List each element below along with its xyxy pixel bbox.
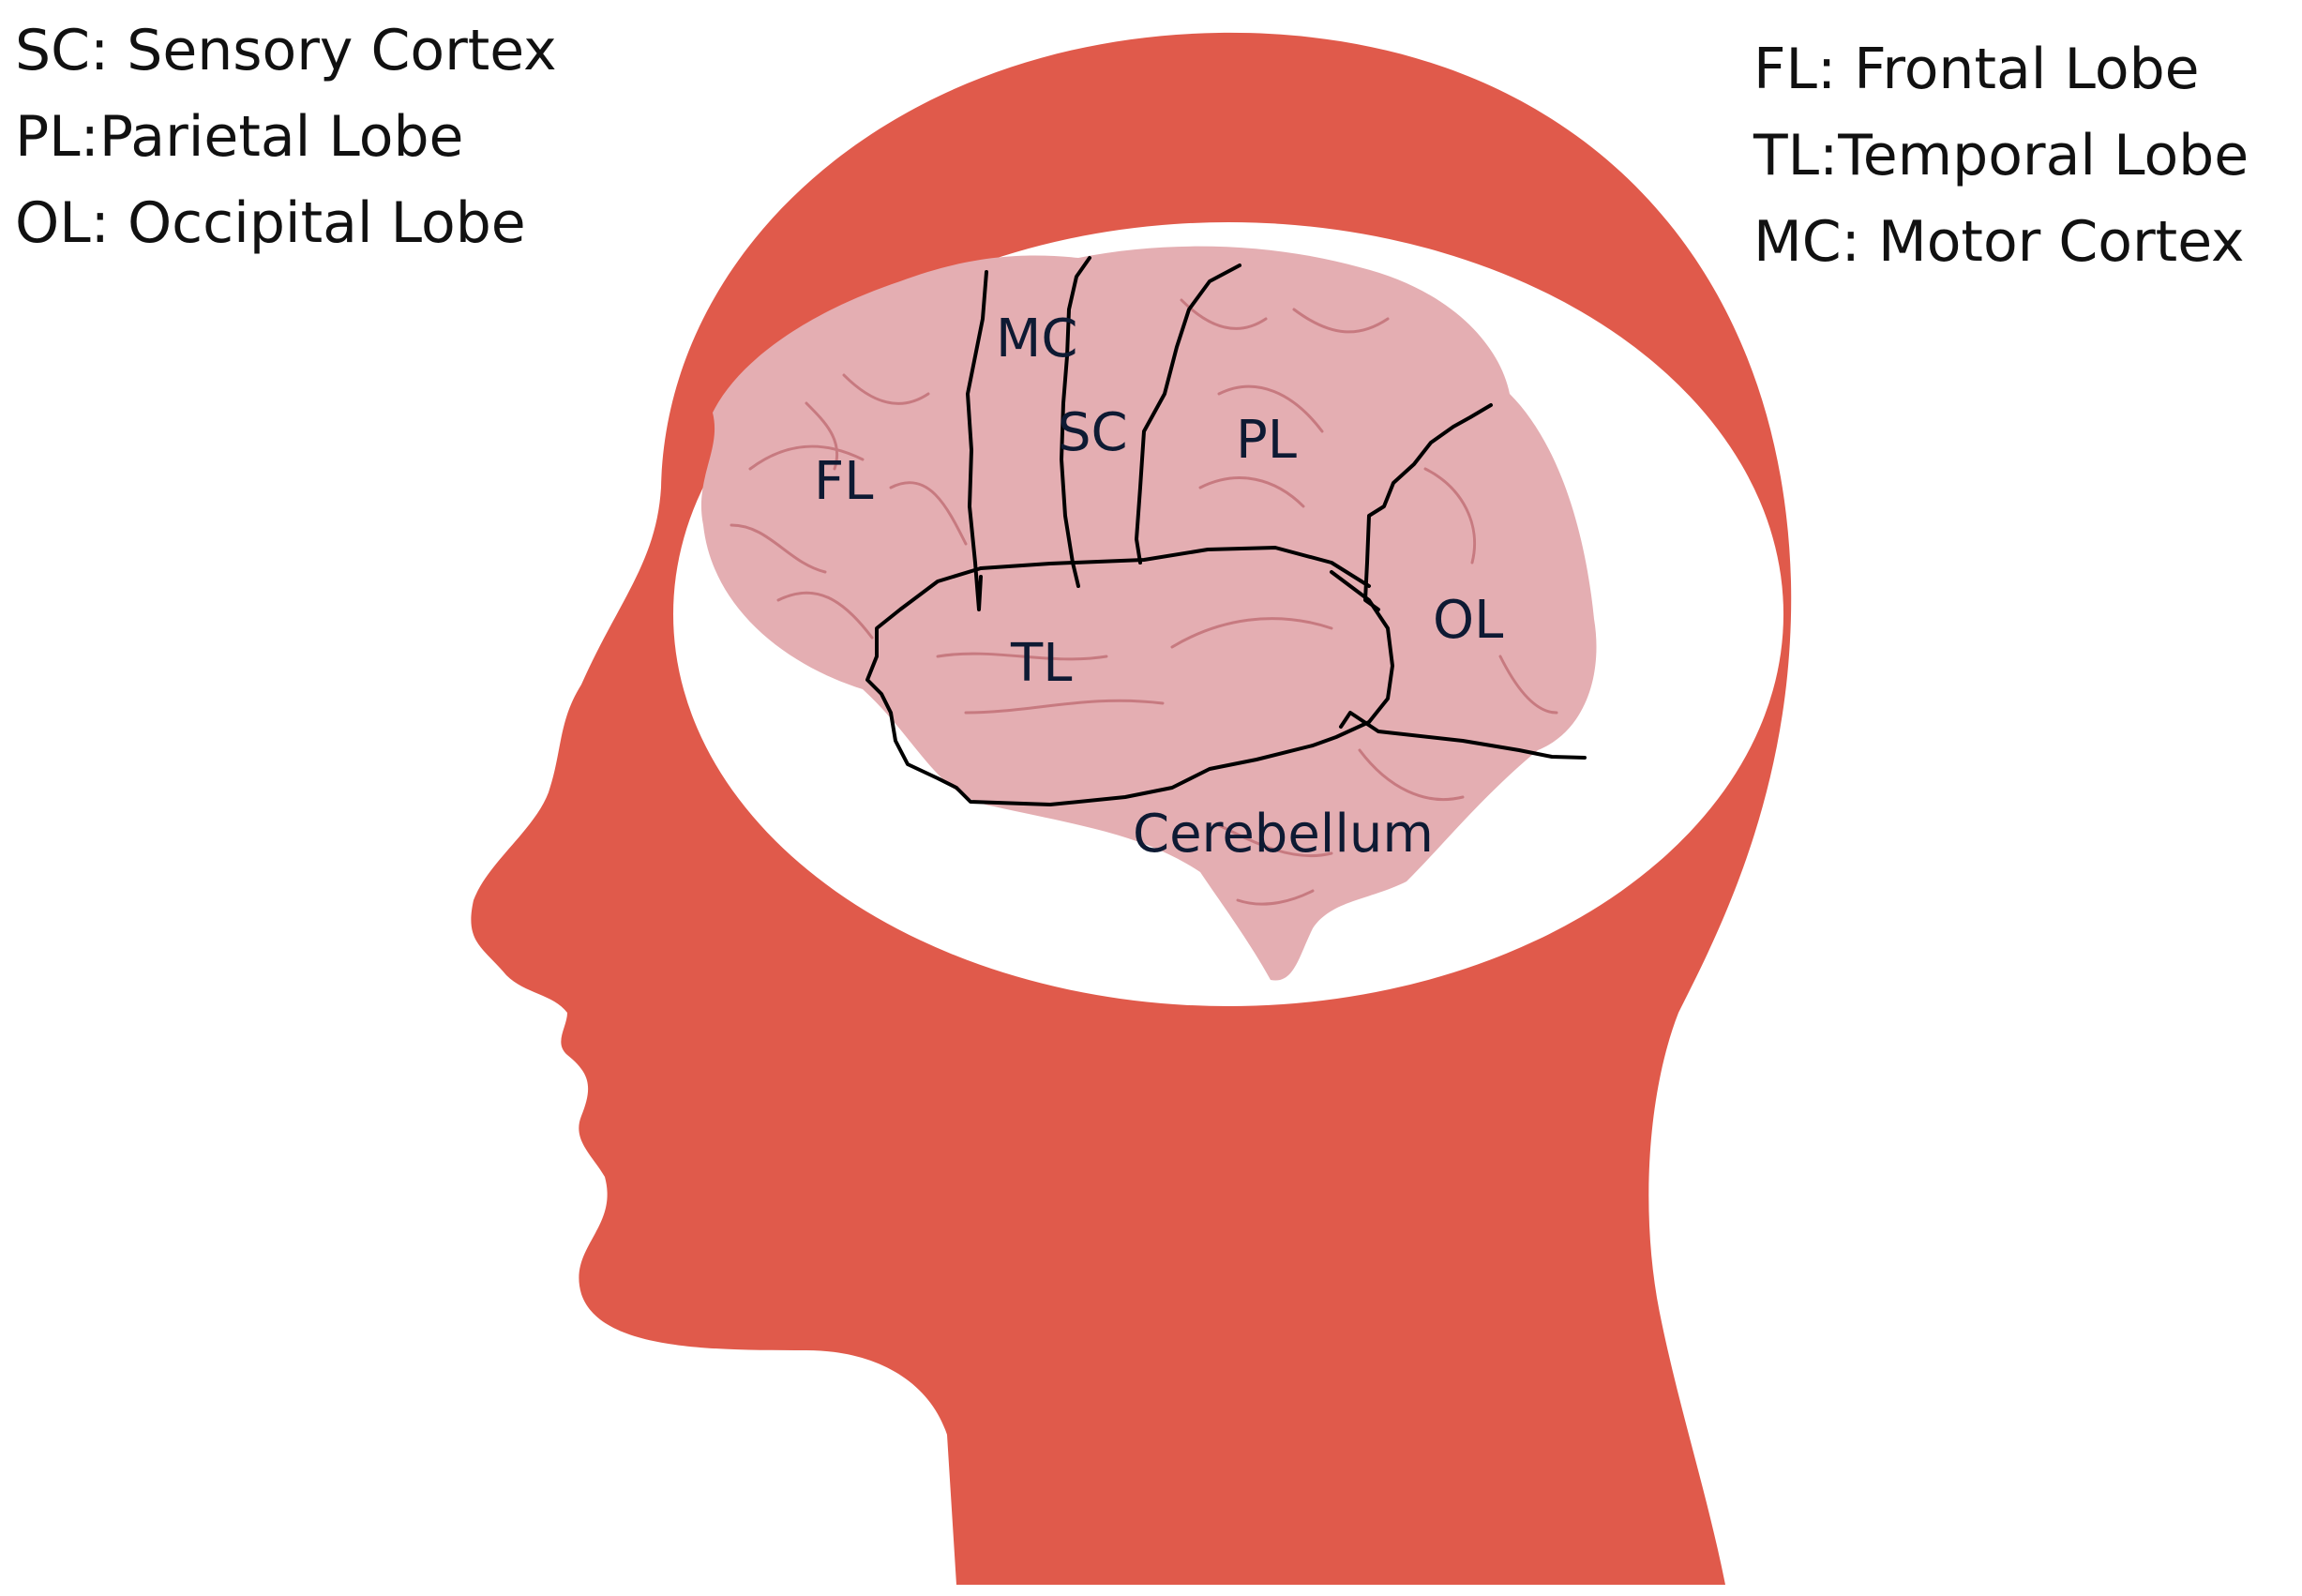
legend-right: FL: Frontal Lobe TL:Temporal Lobe MC: Mo… <box>1753 26 2249 285</box>
legend-item-mc: MC: Motor Cortex <box>1753 209 2245 275</box>
legend-item-ol: OL: Occipital Lobe <box>15 190 526 256</box>
label-fl: FL <box>814 451 873 512</box>
mc-front-boundary <box>966 270 988 611</box>
legend-left: SC: Sensory Cortex PL:Parietal Lobe OL: … <box>15 8 557 266</box>
legend-item-pl: PL:Parietal Lobe <box>15 104 464 170</box>
legend-item-sc: SC: Sensory Cortex <box>15 18 557 83</box>
region-boundaries <box>865 256 1587 806</box>
cerebellum-boundary <box>1339 711 1587 760</box>
mc-sc-boundary <box>1060 256 1091 588</box>
legend-item-fl: FL: Frontal Lobe <box>1753 37 2200 102</box>
label-sc: SC <box>1058 402 1128 463</box>
legend-item-tl: TL:Temporal Lobe <box>1753 123 2249 188</box>
pl-ol-boundary <box>1363 403 1493 611</box>
temporal-lobe-outline <box>865 566 1394 806</box>
sc-pl-boundary <box>1135 263 1241 565</box>
label-ol: OL <box>1433 590 1503 651</box>
brain <box>700 246 1597 981</box>
label-mc: MC <box>996 309 1077 369</box>
label-cerebellum: Cerebellum <box>1133 804 1434 865</box>
parietal-temporal-boundary <box>979 546 1371 588</box>
label-pl: PL <box>1236 410 1297 471</box>
label-tl: TL <box>1010 633 1072 694</box>
